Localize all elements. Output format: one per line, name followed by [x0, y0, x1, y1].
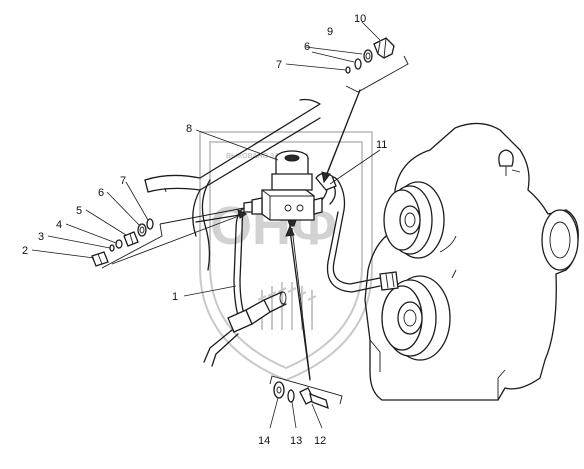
assembly-arrows	[195, 89, 361, 381]
part-6-top-washer	[354, 58, 362, 70]
callout-7-left: 7	[120, 175, 126, 187]
bottom-bolt-parts	[269, 227, 343, 410]
pipe-1	[203, 207, 287, 367]
part-7-top-ring	[345, 66, 351, 74]
part-13-ring	[287, 389, 295, 403]
frame-plate	[144, 98, 321, 271]
callout-13: 13	[290, 435, 302, 447]
part-4-ring	[115, 239, 123, 249]
callout-6-left: 6	[98, 187, 104, 199]
part-14-washer	[273, 381, 285, 399]
callout-10: 10	[354, 13, 366, 25]
left-fitting-parts	[91, 207, 245, 269]
callout-2: 2	[22, 245, 28, 257]
hose-11	[315, 172, 399, 293]
watermark-top-text: ВЫКОВАНО ЗАПЧАСТИ	[226, 153, 308, 160]
callout-5: 5	[76, 205, 82, 217]
part-9-washer	[363, 49, 373, 63]
callout-1: 1	[172, 291, 178, 303]
part-5-fitting	[123, 231, 139, 247]
part-7-ring	[146, 218, 154, 230]
callout-14: 14	[258, 435, 270, 447]
pump-housing	[364, 122, 579, 401]
leader-lines	[31, 21, 381, 429]
callout-4: 4	[56, 219, 62, 231]
callout-7-top: 7	[276, 59, 282, 71]
callout-9: 9	[327, 26, 333, 38]
upper-pulley	[383, 181, 445, 259]
callout-6-top: 6	[304, 41, 310, 53]
part-6-washer	[137, 223, 147, 237]
callout-8: 8	[186, 123, 192, 135]
callout-11: 11	[376, 139, 387, 151]
callout-3: 3	[38, 231, 44, 243]
callout-labels: 1 2 3 4 5 6 7 8 9 10 6 7 11 12 13 14	[22, 13, 387, 447]
callout-12: 12	[314, 435, 326, 447]
solenoid-valve-assembly	[243, 150, 323, 227]
top-fitting-parts	[323, 37, 409, 183]
lower-pulley	[381, 275, 451, 361]
part-3-washer	[109, 244, 115, 252]
